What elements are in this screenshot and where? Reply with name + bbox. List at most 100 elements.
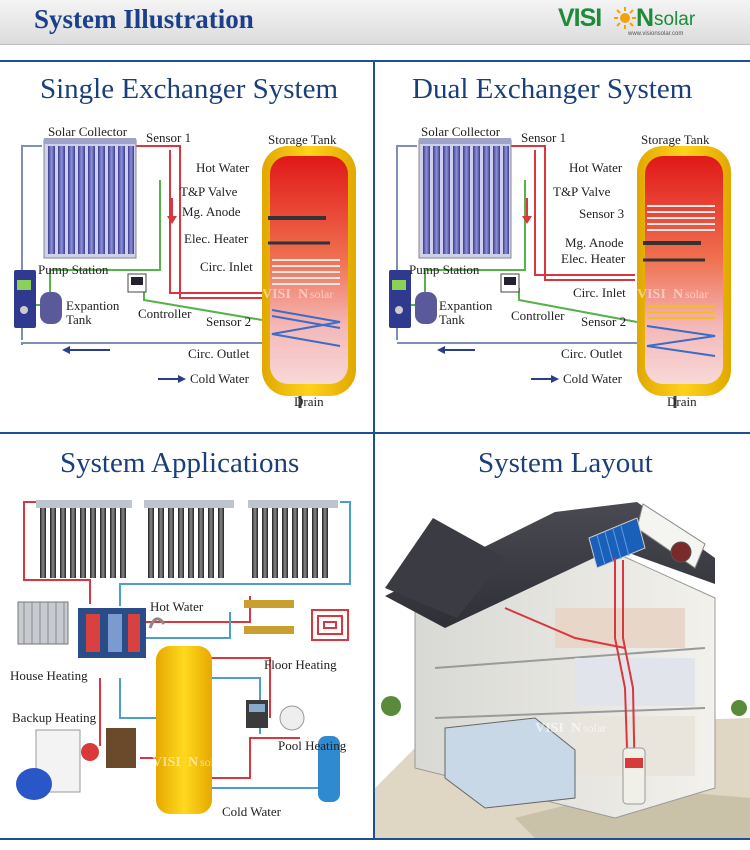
pool-controller (246, 700, 268, 728)
floor-lines (434, 647, 706, 719)
controller (500, 273, 520, 293)
label-house-heating: House Heating (10, 668, 88, 683)
watermark-vis: VISI (262, 287, 291, 302)
watermark-layout: VISI N solar (535, 721, 606, 736)
watermark-n: N (298, 287, 308, 302)
label-expantion: Expantion (66, 298, 120, 313)
label-tank: Tank (66, 312, 92, 327)
watermark-solar: solar (310, 287, 333, 301)
label-circ-outlet: Circ. Outlet (561, 346, 623, 361)
expansion-tank (415, 292, 437, 324)
watermark-vis: VISI (535, 721, 564, 736)
label-drain: Drain (667, 394, 697, 409)
label-cold-water: Cold Water (190, 371, 250, 386)
label-tank: Tank (439, 312, 465, 327)
frame-bottom (0, 838, 750, 840)
label-sensor-1: Sensor 1 (146, 130, 191, 145)
pool-expansion-tank (279, 705, 305, 731)
page-title: System Illustration (34, 4, 254, 34)
solar-collector (418, 138, 512, 259)
watermark-n: N (571, 721, 581, 736)
label-pump-station: Pump Station (409, 262, 480, 277)
label-expantion: Expantion (439, 298, 493, 313)
room-middle (575, 658, 695, 706)
label-hot-water: Hot Water (150, 599, 204, 614)
sun-icon (614, 7, 636, 29)
label-backup-heating: Backup Heating (12, 710, 97, 725)
floor-manifold (244, 600, 294, 634)
label-circ-inlet: Circ. Inlet (573, 285, 626, 300)
label-sensor-1: Sensor 1 (521, 130, 566, 145)
label-controller: Controller (138, 306, 192, 321)
backup-expansion-tank (81, 743, 99, 761)
label-storage-tank: Storage Tank (641, 132, 710, 147)
label-elec-heater: Elec. Heater (561, 251, 626, 266)
watermark-vis: VISI (637, 287, 666, 302)
header-bar: System Illustration VISI N solar www.vis… (0, 0, 750, 45)
collector-array (36, 500, 338, 578)
single-exchanger-title: Single Exchanger System (40, 73, 339, 105)
logo-url: www.visionsolar.com (628, 31, 684, 37)
expansion-tank (40, 292, 62, 324)
frame-middle (0, 432, 750, 434)
label-pool-heating: Pool Heating (278, 738, 347, 753)
label-solar-collector: Solar Collector (48, 124, 128, 139)
label-hot-water: Hot Water (569, 160, 623, 175)
roof-solar-panel (588, 517, 646, 569)
collector-1 (36, 500, 132, 578)
label-tp-valve: T&P Valve (180, 184, 238, 199)
label-pump-station: Pump Station (38, 262, 109, 277)
watermark-solar: solar (583, 721, 606, 735)
dormer-roof (385, 518, 505, 618)
label-mg-anode: Mg. Anode (565, 235, 624, 250)
label-floor-heating: Floor Heating (264, 657, 337, 672)
label-tp-valve: T&P Valve (553, 184, 611, 199)
label-circ-outlet: Circ. Outlet (188, 346, 250, 361)
label-mg-anode: Mg. Anode (182, 204, 241, 219)
watermark-solar: solar (200, 755, 223, 769)
brand-logo: VISI N solar www.visionsolar.com (558, 4, 718, 40)
label-solar-collector: Solar Collector (421, 124, 501, 139)
frame-top (0, 60, 750, 62)
label-elec-heater: Elec. Heater (184, 231, 249, 246)
system-applications-diagram: Hot Water House Heating Floor Heating Ba… (10, 500, 351, 819)
logo-text-vis: VISI (558, 4, 602, 32)
watermark-solar: solar (685, 287, 708, 301)
system-layout-title: System Layout (478, 447, 653, 479)
storage-tank-yellow (156, 646, 212, 814)
pump-group (78, 608, 146, 658)
storage-tank (637, 146, 731, 408)
watermark-applications: VISI N solar (152, 755, 223, 770)
storage-tank (262, 146, 356, 408)
backup-pump-group (106, 728, 136, 768)
sunroom (444, 717, 576, 809)
watermark-n: N (673, 287, 683, 302)
collector-2 (144, 500, 234, 578)
dual-exchanger-title: Dual Exchanger System (412, 73, 693, 105)
floor-coil (311, 609, 349, 641)
system-applications-title: System Applications (60, 447, 300, 479)
label-controller: Controller (511, 308, 565, 323)
dual-exchanger-diagram: Solar Collector Sensor 1 Storage Tank Ho… (389, 124, 731, 409)
frame-divider (373, 60, 375, 840)
system-layout-illustration: VISI N solar (375, 502, 750, 838)
basement-tank (622, 747, 646, 805)
room-upper (555, 608, 685, 648)
label-sensor-2: Sensor 2 (581, 314, 626, 329)
boiler (16, 729, 81, 800)
label-cold-water: Cold Water (222, 804, 282, 819)
pump-station (389, 270, 411, 328)
label-drain: Drain (294, 394, 324, 409)
label-cold-water: Cold Water (563, 371, 623, 386)
label-storage-tank: Storage Tank (268, 132, 337, 147)
watermark-single: VISI N solar (262, 287, 333, 302)
plant-left (381, 696, 401, 716)
logo-text-solar: solar (654, 9, 696, 30)
label-hot-water: Hot Water (196, 160, 250, 175)
logo-text-n: N (636, 4, 655, 32)
plant-right (731, 700, 747, 716)
collector-3 (248, 500, 338, 578)
pool-heat-exchanger (318, 736, 340, 802)
pump-station (14, 270, 36, 328)
round-window (670, 541, 692, 563)
